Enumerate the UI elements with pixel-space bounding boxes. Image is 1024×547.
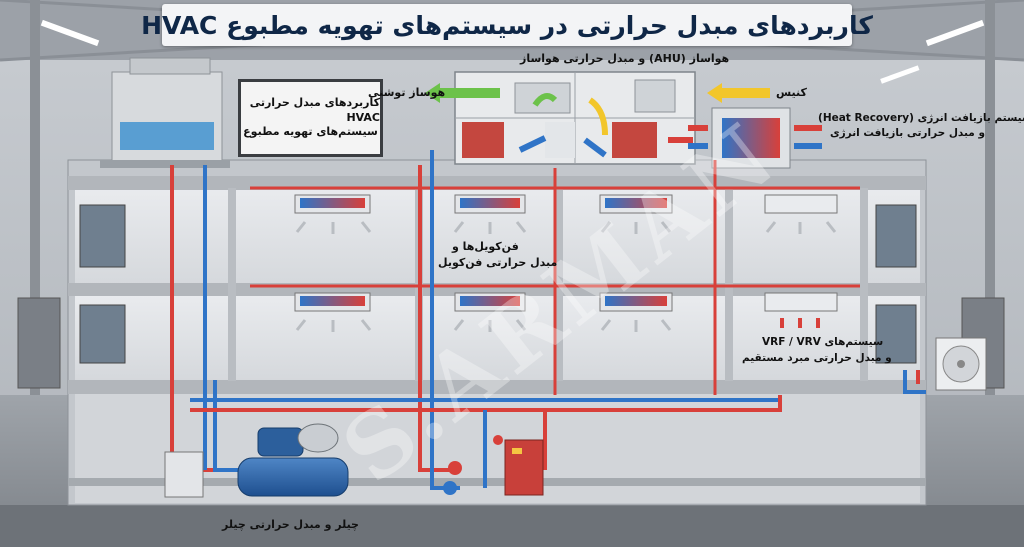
supply-air-arrowhead — [425, 83, 440, 103]
cooling-tower — [100, 57, 230, 168]
return-air-label: کنیس — [776, 86, 807, 99]
heat-recovery-label-2: و مبدل حرارتی بازیافت انرژی — [830, 127, 985, 139]
supply-air-label: هوساز توشنی — [368, 86, 446, 99]
heat-recovery-unit — [688, 107, 822, 169]
ahu-label: هواساز (AHU) و مبدل حرارتی هواساز — [520, 52, 730, 65]
sign-line-2: سیستم‌های تهویه مطبوع — [243, 125, 378, 139]
airflow-arrows — [295, 221, 837, 332]
fancoil-label-1: فن‌کویل‌ها و — [452, 240, 519, 253]
piping-network — [170, 150, 926, 490]
page-title: کاربردهای مبدل حرارتی در سیستم‌های تهویه… — [141, 10, 873, 40]
vrf-label-2: و مبدل حرارتی مبرد مستقیم — [742, 352, 892, 364]
fancoil-label-2: مبدل حرارتی فن‌کویل — [438, 256, 558, 269]
title-banner: کاربردهای مبدل حرارتی در سیستم‌های تهویه… — [141, 4, 873, 46]
boiler-unit — [443, 435, 544, 496]
chiller-unit — [164, 423, 349, 498]
return-air-arrowhead — [707, 83, 722, 103]
left-electrical-panel — [17, 297, 61, 389]
heat-recovery-label-1: سیستم بازیافت انرژی (Heat Recovery) — [818, 112, 1024, 124]
ahu-unit — [454, 71, 696, 165]
chiller-label: چیلر و مبدل حرارتی چیلر — [222, 518, 359, 531]
sign-line-1: کاربردهای مبدل حرارتی HVAC — [249, 95, 380, 124]
vrf-label-1: سیستم‌های VRF / VRV — [762, 336, 884, 348]
vrf-outdoor-unit — [935, 337, 987, 391]
fan-coil-units — [294, 194, 838, 328]
hvac-sign: کاربردهای مبدل حرارتی HVAC سیستم‌های تهو… — [238, 79, 383, 157]
